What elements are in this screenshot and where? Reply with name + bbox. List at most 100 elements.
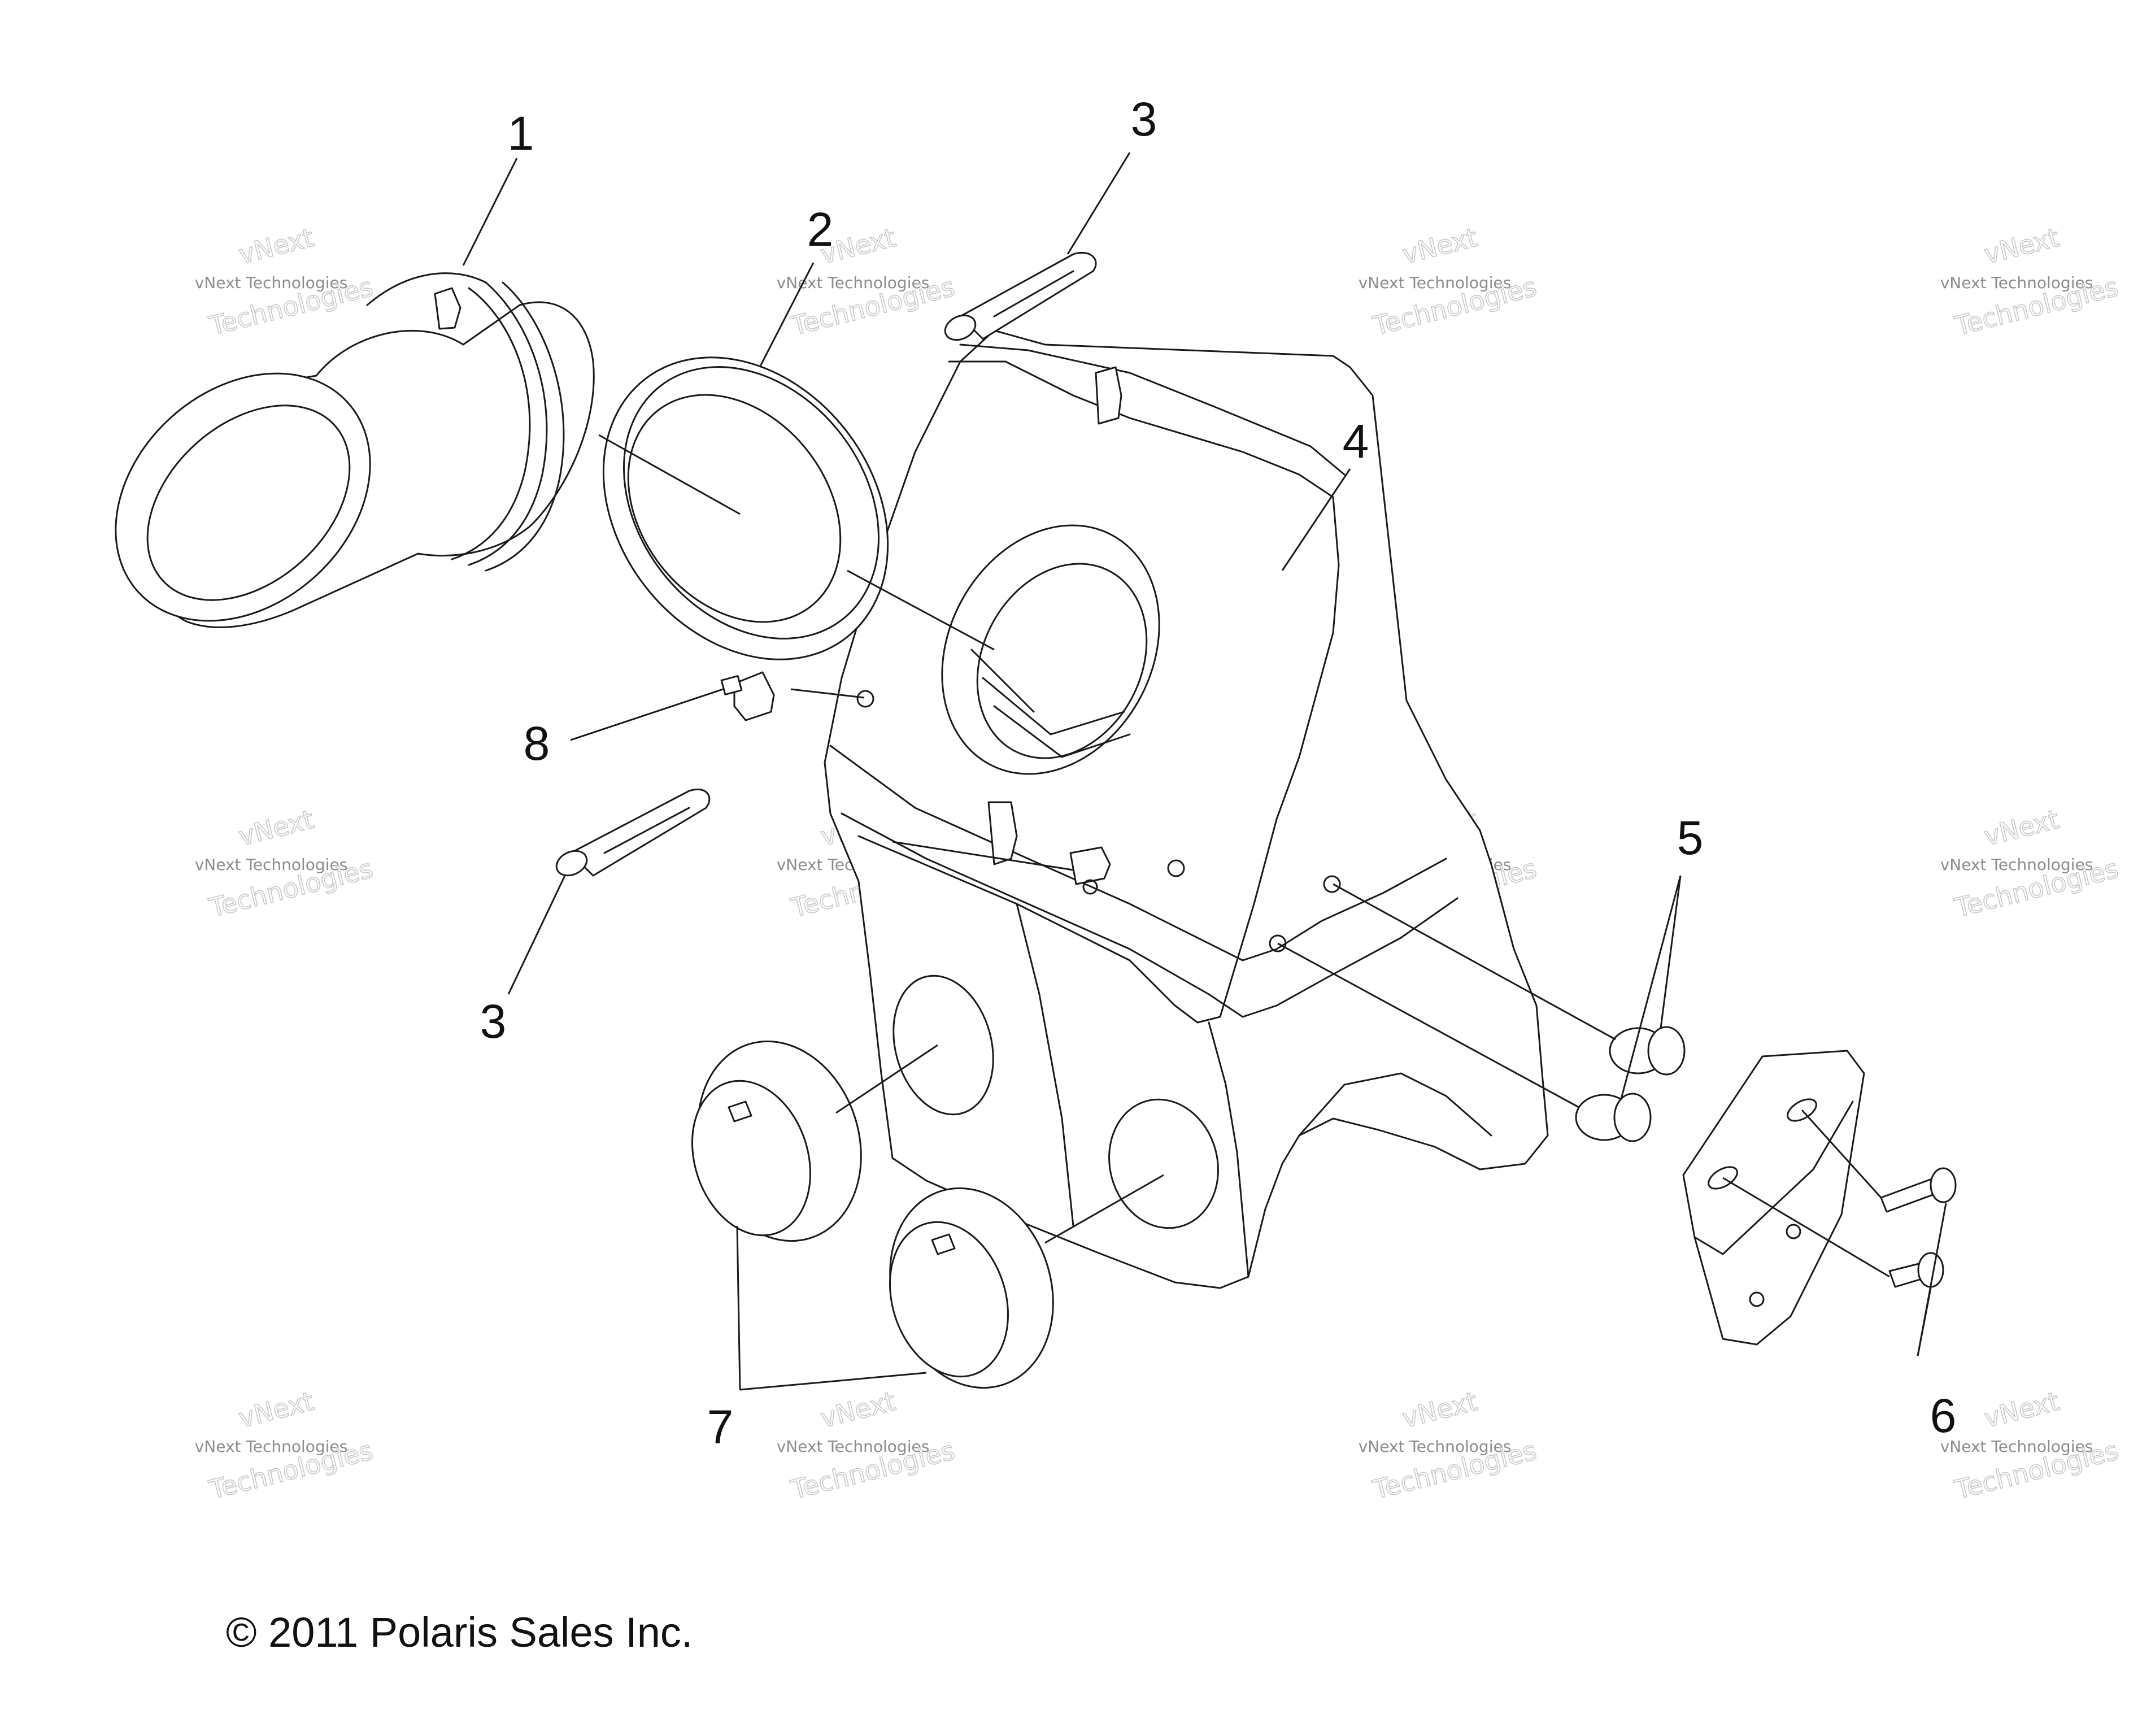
explode-line	[1801, 1109, 1882, 1199]
callout-labels: 1 2 3 4 8 3 5 6 7	[480, 93, 1957, 1454]
airbox-hole	[856, 690, 874, 708]
airbox-intake-inner	[976, 563, 1148, 759]
bolt-upper-head	[1930, 1167, 1957, 1203]
callout-3-bottom: 3	[480, 995, 507, 1048]
explode-line	[1722, 1177, 1890, 1278]
airbox-fitting	[1069, 846, 1111, 885]
callout-8: 8	[524, 717, 550, 770]
watermark: vNext vNext Technologies Technologies	[195, 803, 376, 924]
callout-2: 2	[807, 203, 834, 256]
strap-top-eye	[944, 314, 977, 341]
outlet-boot-right-clamp	[931, 1233, 956, 1255]
explode-line	[598, 434, 741, 515]
explode-line	[1277, 942, 1579, 1108]
watermark: vNext vNext Technologies Technologies	[195, 221, 376, 342]
grommet-upper-flange	[1647, 1026, 1686, 1076]
fitting-nipple	[720, 675, 743, 695]
outlet-boot-left-clamp	[728, 1100, 752, 1122]
watermark-brand: vNext	[1981, 222, 2062, 270]
airbox-intake-opening	[941, 524, 1160, 775]
airbox-outlet-hole-left	[892, 974, 994, 1116]
bracket-hole	[1786, 1224, 1801, 1239]
strap-bottom-body	[569, 788, 711, 877]
airbox-mid-seam	[829, 745, 1447, 961]
strap-bottom-eye	[555, 850, 588, 877]
bracket-plate-body	[1682, 1050, 1865, 1346]
watermark-brand: vNext	[1399, 1386, 1480, 1434]
intake-boot-rim	[366, 272, 487, 306]
airbox-hole	[1323, 875, 1341, 893]
intake-boot-ribs	[451, 281, 565, 572]
airbox-mid-seam-lower	[841, 812, 1458, 1018]
watermark-line1: vNext Technologies	[195, 273, 348, 292]
airbox-top-ridge	[959, 343, 1346, 476]
watermark: vNext vNext Technologies Technologies	[1940, 803, 2122, 924]
explode-line	[1333, 883, 1616, 1041]
leader-6b	[1917, 1287, 1932, 1356]
strap-top-body	[959, 251, 1097, 340]
part-outlet-boots	[691, 1040, 1054, 1389]
watermark-line1: vNext Technologies	[1940, 1437, 2093, 1456]
watermark-brand: vNext	[1399, 222, 1480, 270]
intake-boot-clamp-head	[434, 287, 461, 330]
watermark-brand: vNext	[817, 1386, 898, 1434]
watermark-brand: vNext	[236, 1386, 316, 1434]
bracket-slot	[1787, 1098, 1817, 1122]
fitting-body	[733, 671, 775, 721]
leader-1	[462, 158, 518, 266]
callout-7: 7	[707, 1400, 734, 1454]
part-bolts	[1880, 1167, 1957, 1288]
watermark-line1: vNext Technologies	[195, 1437, 348, 1456]
airbox-intake-vanes	[970, 649, 1131, 758]
part-airbox-housing	[824, 329, 1549, 1289]
part-fitting	[720, 671, 775, 721]
leader-2	[759, 262, 815, 368]
callout-6: 6	[1930, 1389, 1957, 1442]
part-intake-boot	[115, 272, 595, 628]
coupler-ring-lip	[622, 366, 880, 639]
bracket-plate-bend	[1693, 1100, 1854, 1255]
airbox-hole	[1269, 934, 1287, 952]
coupler-ring-inner	[627, 394, 842, 623]
part-bracket-plate	[1682, 1050, 1865, 1346]
airbox-right-notch	[1298, 1072, 1492, 1137]
explode-line	[790, 688, 865, 699]
callout-5: 5	[1677, 811, 1704, 864]
watermark: vNext vNext Technologies Technologies	[777, 1385, 958, 1506]
airbox-tab-top	[1095, 366, 1122, 425]
watermark: vNext vNext Technologies Technologies	[1359, 221, 1540, 342]
copyright-notice: © 2011 Polaris Sales Inc.	[226, 1609, 693, 1656]
watermark-line1: vNext Technologies	[1940, 273, 2093, 292]
intake-boot-mouth-inner	[146, 404, 351, 601]
watermark-line1: vNext Technologies	[1359, 273, 1512, 292]
leader-8	[570, 688, 724, 741]
watermark-brand: vNext	[236, 804, 316, 852]
leader-4	[1281, 468, 1351, 571]
watermark-line1: vNext Technologies	[195, 855, 348, 874]
outlet-boot-left-mouth	[691, 1080, 811, 1237]
explode-line	[835, 1044, 938, 1114]
watermark-brand: vNext	[236, 222, 316, 270]
callout-1: 1	[508, 107, 534, 160]
airbox-outlet-hole-right	[1108, 1098, 1219, 1229]
leader-7b	[739, 1372, 927, 1391]
leader-5a	[1660, 875, 1682, 1029]
leader-3-top	[1066, 152, 1131, 255]
watermark: vNext vNext Technologies Technologies	[1940, 221, 2122, 342]
grommet-lower-flange	[1613, 1093, 1652, 1142]
watermark-brand: vNext	[1981, 804, 2062, 852]
watermark: vNext vNext Technologies Technologies	[777, 221, 958, 342]
airbox-right-crease	[1208, 1021, 1249, 1278]
airbox-outline	[824, 329, 1549, 1289]
watermark-brand: vNext	[1981, 1386, 2062, 1434]
bracket-hole	[1749, 1291, 1765, 1307]
strap-bottom-slot	[603, 807, 690, 854]
part-strap-bottom	[555, 788, 711, 877]
part-coupler-ring	[602, 356, 889, 660]
airbox-fitting-tip	[1082, 879, 1098, 895]
bracket-slot	[1708, 1166, 1738, 1190]
watermark: vNext vNext Technologies Technologies	[1940, 1385, 2122, 1506]
explode-line	[892, 841, 1074, 871]
watermark-line1: vNext Technologies	[1940, 855, 2093, 874]
